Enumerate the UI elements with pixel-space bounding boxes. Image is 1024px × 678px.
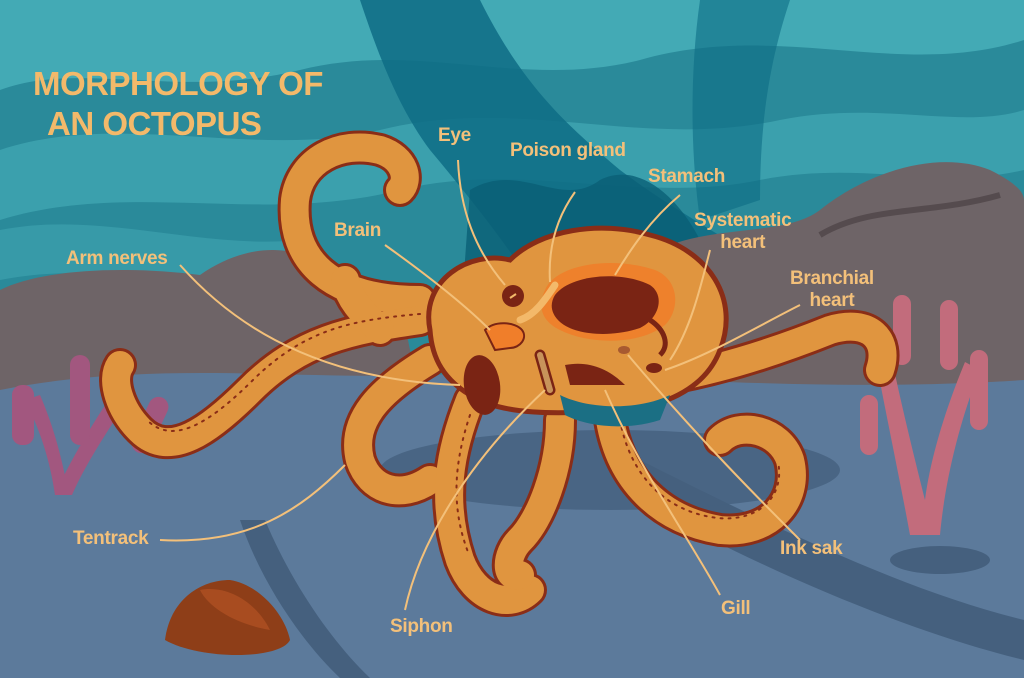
eye-pupil <box>509 293 517 299</box>
label-brain: Brain <box>334 220 382 241</box>
rock-crease <box>818 192 1001 238</box>
branchial-heart <box>646 363 662 373</box>
gill <box>565 363 625 385</box>
poison-gland <box>516 281 559 324</box>
brain <box>483 322 526 352</box>
siphon-inner <box>537 352 553 393</box>
octopus-arms <box>99 130 900 617</box>
label-poison-gland: Poison gland <box>510 140 626 161</box>
label-branchial-heart-line1: Branchial <box>790 268 874 289</box>
label-systematic-heart-line2: heart <box>720 232 766 253</box>
label-tentrack: Tentrack <box>73 528 149 549</box>
label-eye: Eye <box>438 125 471 146</box>
label-stamach: Stamach <box>648 166 726 187</box>
label-gill: Gill <box>721 598 751 619</box>
label-branchial-heart-line2: heart <box>809 290 855 311</box>
seabed-crack <box>240 520 370 678</box>
label-siphon: Siphon <box>390 616 453 637</box>
octopus-head <box>426 225 729 427</box>
label-branchial-heart: Branchial heart <box>790 268 874 312</box>
seabed-crack <box>620 460 1024 660</box>
arm-nerves-ganglion <box>463 355 501 415</box>
stone-highlight <box>200 589 270 630</box>
leader-lines <box>159 159 801 611</box>
page-title: MORPHOLOGY OF AN OCTOPUS <box>33 64 323 144</box>
label-arm-nerves: Arm nerves <box>66 248 168 269</box>
systemic-heart <box>648 317 668 357</box>
stone <box>165 580 290 655</box>
title-line-2: AN OCTOPUS <box>47 105 262 142</box>
label-systematic-heart-line1: Systematic <box>694 210 792 231</box>
coral-shadow <box>890 546 990 574</box>
label-ink-sak: Ink sak <box>780 538 843 559</box>
ink-sac <box>618 346 630 354</box>
label-systematic-heart: Systematic heart <box>694 210 792 254</box>
water-beam <box>692 0 790 220</box>
title-line-1: MORPHOLOGY OF <box>33 65 323 102</box>
stomach <box>551 276 659 334</box>
